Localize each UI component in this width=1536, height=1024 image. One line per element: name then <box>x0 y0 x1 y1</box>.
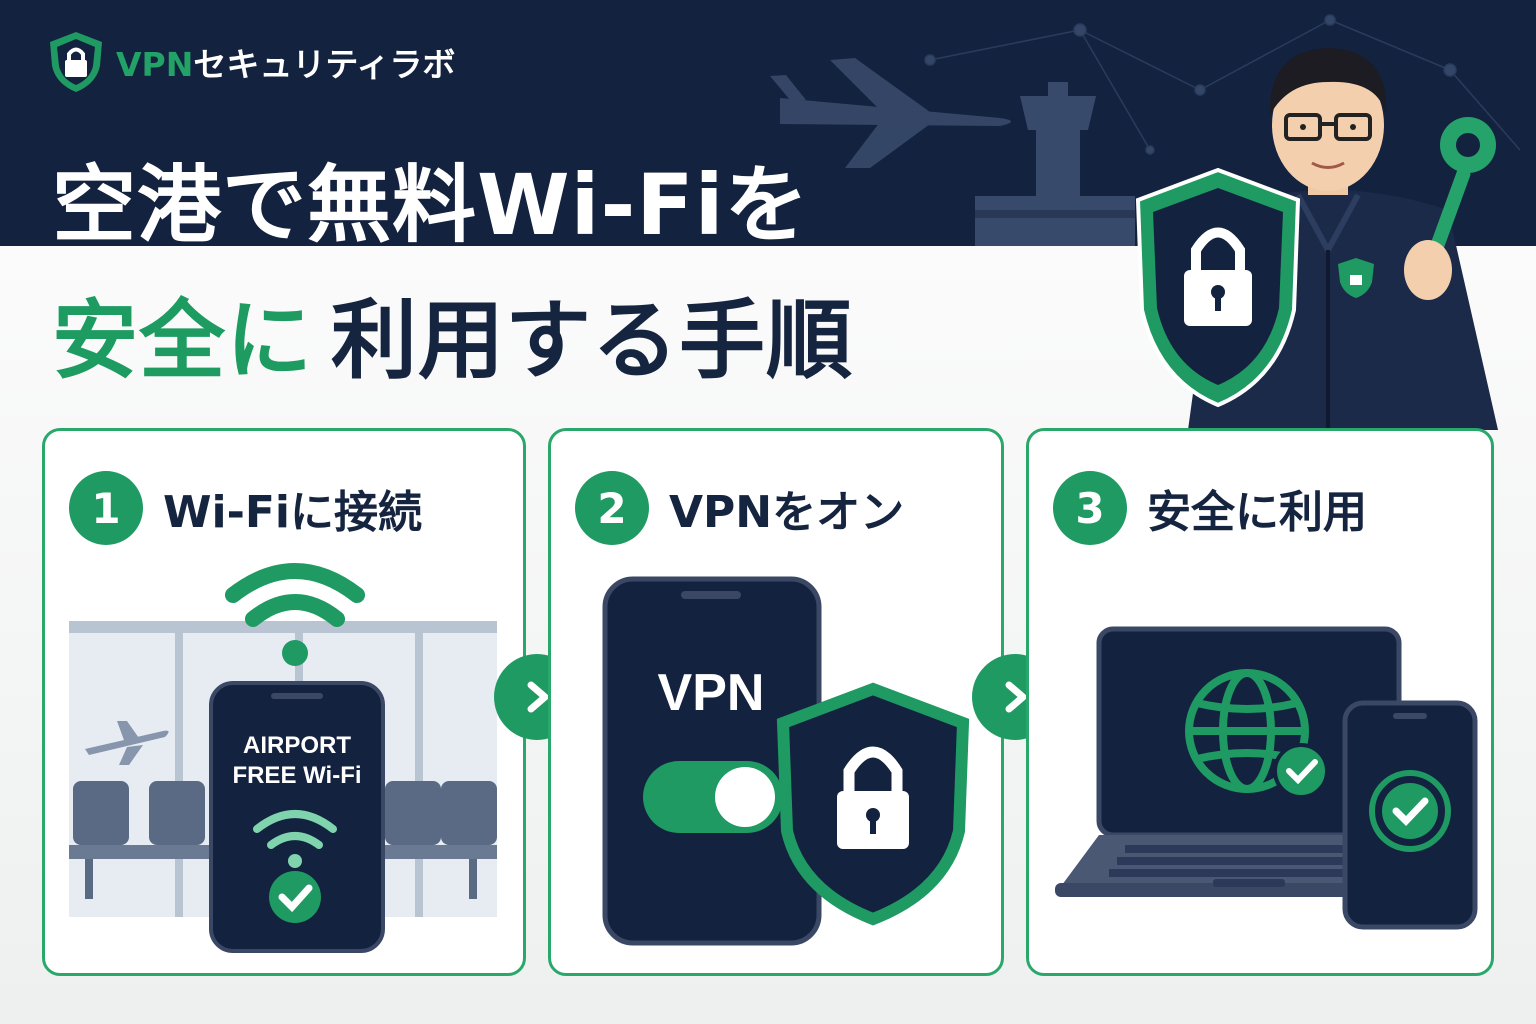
security-expert-illustration <box>1135 48 1498 430</box>
phone-wifi-line1: AIRPORT <box>243 732 351 759</box>
wifi-icon <box>225 563 365 627</box>
step2-illustration <box>602 576 970 946</box>
control-tower-icon <box>975 82 1135 246</box>
step-card-2: 2 VPNをオン VPN <box>548 428 1004 976</box>
airplane-icon <box>770 58 1011 168</box>
page-title-accent: 安全に <box>52 291 313 391</box>
page-title-rest: 利用する手順 <box>331 291 853 391</box>
phone-icon <box>1342 700 1478 930</box>
step-card-3: 3 安全に利用 <box>1026 428 1494 976</box>
check-icon <box>1273 743 1329 799</box>
badge-icon <box>1338 258 1374 298</box>
phone-icon <box>209 681 385 953</box>
step1-illustration <box>69 563 497 953</box>
step-label-2: VPNをオン <box>669 487 905 538</box>
step3-illustration <box>1055 626 1478 930</box>
brand: VPNセキュリティラボ <box>46 30 455 94</box>
step-label-3: 安全に利用 <box>1147 487 1367 538</box>
step-label-1: Wi-Fiに接続 <box>163 487 423 538</box>
step-card-1: 1 Wi-Fiに接続 <box>42 428 526 976</box>
brand-name: セキュリティラボ <box>193 45 456 84</box>
phone-wifi-line2: FREE Wi-Fi <box>232 762 362 789</box>
step-number-1: 1 <box>69 471 143 545</box>
check-icon <box>1369 770 1451 852</box>
shield-lock-icon <box>1135 167 1301 408</box>
seats <box>69 781 497 899</box>
step-header-1: 1 Wi-Fiに接続 <box>69 471 422 545</box>
phone-vpn-label: VPN <box>657 664 765 722</box>
phone-wifi-name: AIRPORT FREE Wi-Fi <box>213 731 381 791</box>
chevron-right-icon <box>1005 681 1027 713</box>
check-icon <box>269 871 321 923</box>
page-title-line2: 安全に利用する手順 <box>52 270 853 395</box>
airplane-icon <box>85 721 169 765</box>
brand-name-accent: VPN <box>116 45 194 84</box>
step-number-2: 2 <box>575 471 649 545</box>
airport-background <box>770 14 1521 246</box>
globe-icon <box>1185 669 1309 793</box>
toggle-switch-icon <box>643 761 783 833</box>
shield-lock-icon <box>776 682 970 926</box>
chevron-right-icon <box>527 681 549 713</box>
step-header-3: 3 安全に利用 <box>1053 471 1367 545</box>
wifi-icon <box>253 810 337 849</box>
shield-lock-icon <box>50 32 102 92</box>
step-header-2: 2 VPNをオン <box>575 471 904 545</box>
step-number-3: 3 <box>1053 471 1127 545</box>
page-title-line1: 空港で無料Wi-Fiを <box>52 156 810 254</box>
